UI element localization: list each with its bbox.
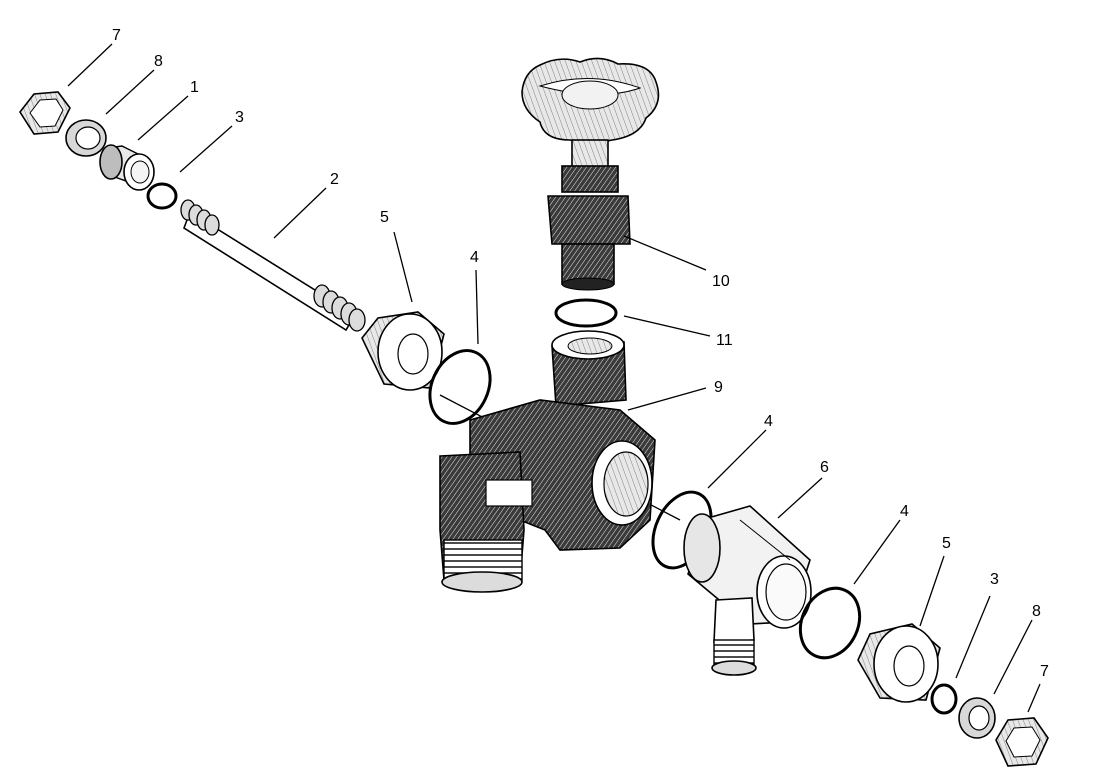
o-ring-lower xyxy=(930,683,958,715)
callout-10: 10 xyxy=(712,273,730,290)
sleeve-upper xyxy=(99,144,155,191)
valve-body xyxy=(439,330,656,593)
o-ring-upper xyxy=(146,182,178,210)
threaded-stem xyxy=(180,199,366,332)
callout-11: 11 xyxy=(716,332,733,349)
handwheel xyxy=(521,57,660,144)
callout-2: 2 xyxy=(330,171,339,188)
callout-1: 1 xyxy=(190,79,199,96)
gasket-ring-upper xyxy=(428,349,492,425)
callout-7-upper: 7 xyxy=(112,27,121,44)
o-ring-bonnet xyxy=(554,298,618,328)
leader-lines xyxy=(67,43,1041,713)
callout-7-lower: 7 xyxy=(1040,663,1049,680)
callout-6: 6 xyxy=(820,459,829,476)
callout-8-lower: 8 xyxy=(1032,603,1041,620)
hex-nut-lower xyxy=(995,717,1049,767)
gasket-ring-lower xyxy=(798,586,862,660)
washer-upper xyxy=(65,119,107,157)
callout-3-upper: 3 xyxy=(235,109,244,126)
callout-4-lower: 4 xyxy=(900,503,909,520)
callout-4-middle: 4 xyxy=(764,413,773,430)
tee-fitting xyxy=(683,505,812,676)
callout-4-upper: 4 xyxy=(470,249,479,266)
callout-labels: 7 8 1 3 2 5 4 10 11 9 4 6 4 5 3 8 7 xyxy=(112,27,1049,680)
callout-5-lower: 5 xyxy=(942,535,951,552)
washer-lower xyxy=(958,697,996,739)
cone-nut-lower xyxy=(857,623,941,703)
callout-9: 9 xyxy=(714,379,723,396)
callout-8-upper: 8 xyxy=(154,53,163,70)
cone-nut-upper xyxy=(361,311,445,391)
valve-bonnet xyxy=(547,139,631,291)
hex-nut-upper xyxy=(19,91,71,135)
callout-5-upper: 5 xyxy=(380,209,389,226)
callout-3-lower: 3 xyxy=(990,571,999,588)
